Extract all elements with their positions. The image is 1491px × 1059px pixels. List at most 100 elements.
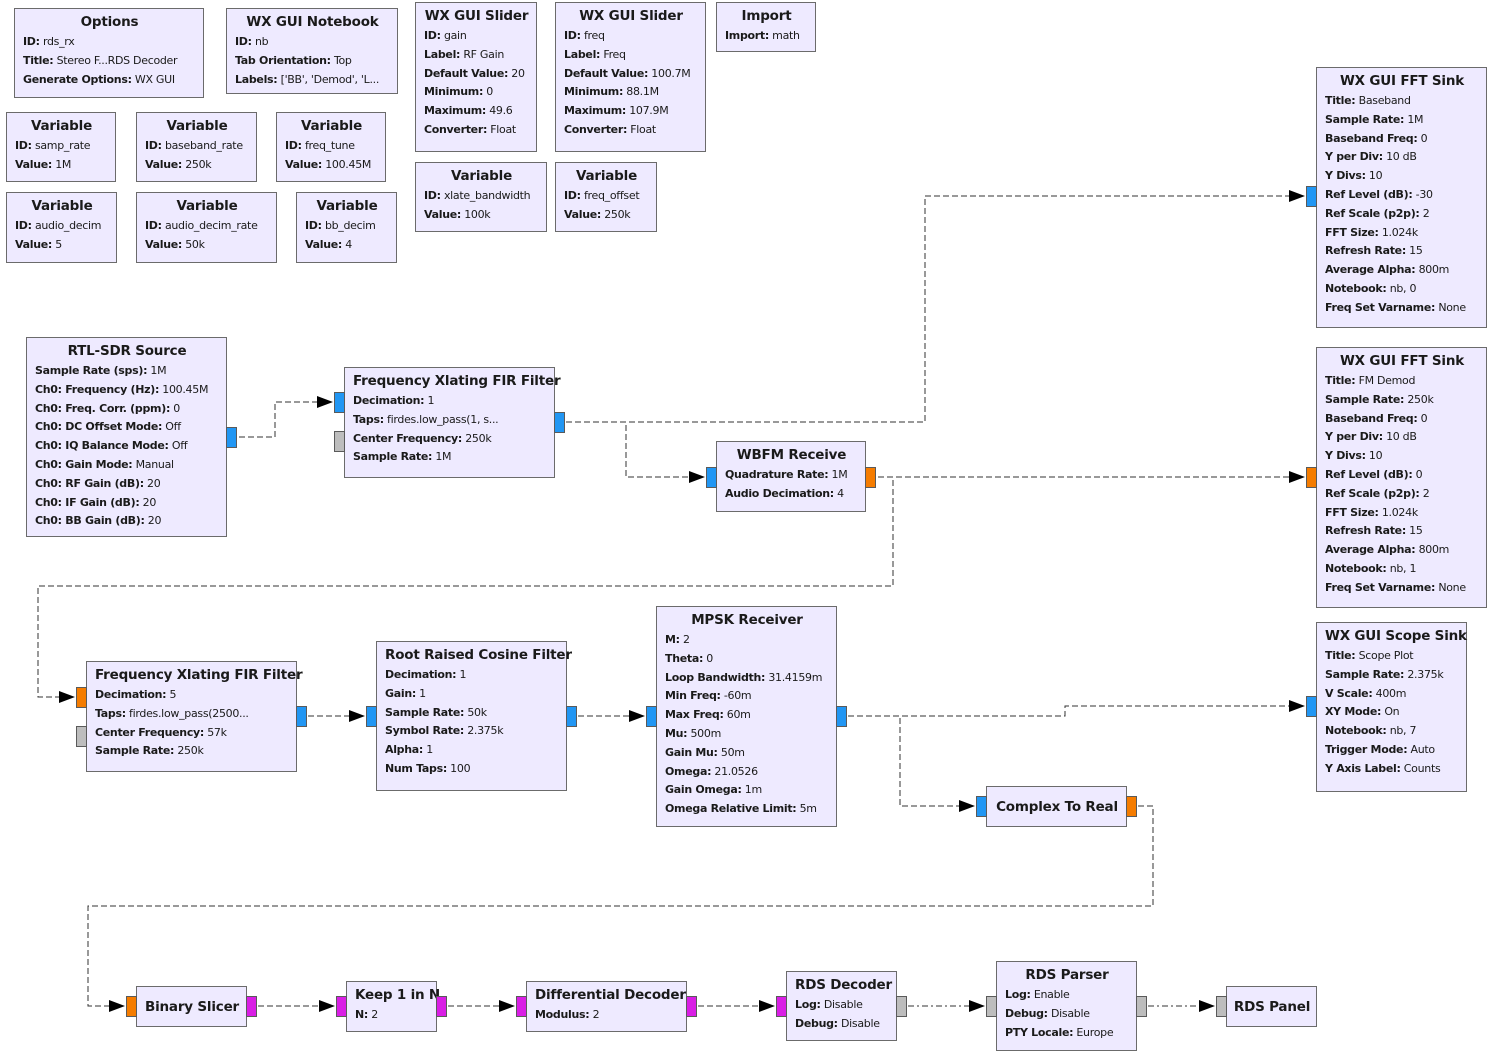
fft-demod-in-port[interactable] [1306, 467, 1317, 488]
wbfm-in-port[interactable] [706, 467, 717, 488]
param-value: 250k [465, 431, 492, 445]
xlating1-out-port[interactable] [554, 412, 565, 433]
rdsparser-in-port[interactable] [986, 996, 997, 1017]
rrc-in-port[interactable] [366, 706, 377, 727]
xlating1-in-port[interactable] [334, 392, 345, 413]
param-value: 15 [1409, 524, 1423, 538]
param-value: -60m [723, 689, 752, 703]
rtlsdr-out-port[interactable] [226, 427, 237, 448]
mpsk-in-port[interactable] [646, 706, 657, 727]
param-key: Refresh Rate: [1325, 524, 1406, 538]
rrc-out-port[interactable] [566, 706, 577, 727]
c2r-out-port[interactable] [1126, 796, 1137, 817]
block-param: Import: math [725, 27, 808, 46]
keep1-out-port[interactable] [436, 996, 447, 1017]
rdsdec-out-port[interactable] [896, 996, 907, 1017]
c2r-in-port[interactable] [976, 796, 987, 817]
block-param: Ch0: BB Gain (dB): 20 [35, 512, 219, 531]
param-key: Maximum: [564, 104, 626, 118]
param-key: M: [665, 633, 680, 646]
wire-mpsk-scope[interactable] [848, 705, 1291, 717]
mpsk-out-port[interactable] [836, 706, 847, 727]
xlating2-in-port[interactable] [76, 687, 87, 708]
xlating1-freq-msg-port[interactable] [334, 431, 345, 452]
param-value: 0 [1420, 131, 1428, 145]
wire-slicer-keep1-arrow-icon [319, 1000, 335, 1012]
block-rdspanel[interactable]: RDS Panel [1226, 986, 1317, 1027]
param-value: 1 [419, 686, 426, 700]
block-title: Variable [166, 118, 228, 134]
param-value: 800m [1418, 543, 1450, 557]
diffdec-in-port[interactable] [516, 996, 527, 1017]
param-value: On [1384, 705, 1400, 719]
param-key: Ref Scale (p2p): [1325, 486, 1420, 500]
rdsparser-out-port[interactable] [1136, 996, 1147, 1017]
block-slicer[interactable]: Binary Slicer [136, 986, 247, 1027]
slicer-out-port[interactable] [246, 996, 257, 1017]
param-key: Omega: [665, 764, 712, 778]
wbfm-out-port[interactable] [865, 467, 876, 488]
block-title: Keep 1 in N [355, 987, 441, 1003]
wire-c2r-slicer[interactable] [87, 805, 1154, 1007]
param-value: None [1438, 300, 1466, 314]
rdsdec-in-port[interactable] [776, 996, 787, 1017]
scope-in-port[interactable] [1306, 696, 1317, 717]
param-value: 250k [604, 207, 631, 221]
param-key: Sample Rate: [95, 744, 175, 758]
diffdec-out-port[interactable] [686, 996, 697, 1017]
block-param: Taps: firdes.low_pass(1, s... [353, 411, 547, 430]
wire-mpsk-c2r[interactable] [848, 715, 961, 807]
xlating2-freq-msg-port[interactable] [76, 726, 87, 747]
block-param: ID: gain [424, 27, 529, 46]
block-param: Notebook: nb, 1 [1325, 560, 1479, 579]
param-value: Scope Plot [1358, 649, 1414, 662]
block-param: Y per Div: 10 dB [1325, 148, 1479, 167]
block-param: Maximum: 49.6 [424, 102, 529, 121]
slicer-in-port[interactable] [126, 996, 137, 1017]
block-param: Decimation: 1 [353, 392, 547, 411]
block-c2r[interactable]: Complex To Real [986, 786, 1127, 827]
block-param: Minimum: 0 [424, 83, 529, 102]
param-value: 1M [831, 468, 848, 481]
wire-rtlsdr-xlating1[interactable] [239, 401, 319, 438]
wire-xlating1-fftbaseband[interactable] [566, 195, 1291, 423]
block-param: Title: FM Demod [1325, 372, 1479, 391]
wire-mpsk-scope-arrow-icon [1289, 700, 1305, 712]
keep1-in-port[interactable] [336, 996, 347, 1017]
rdspanel-in-port[interactable] [1216, 996, 1227, 1017]
param-value: audio_decim_rate [164, 219, 258, 232]
xlating2-out-port[interactable] [296, 706, 307, 727]
param-key: Import: [725, 29, 769, 42]
fft-baseband-in-port[interactable] [1306, 186, 1317, 207]
wire-xlating1-wbfm[interactable] [566, 421, 691, 478]
param-key: Label: [424, 47, 461, 61]
param-value: Float [490, 122, 516, 136]
